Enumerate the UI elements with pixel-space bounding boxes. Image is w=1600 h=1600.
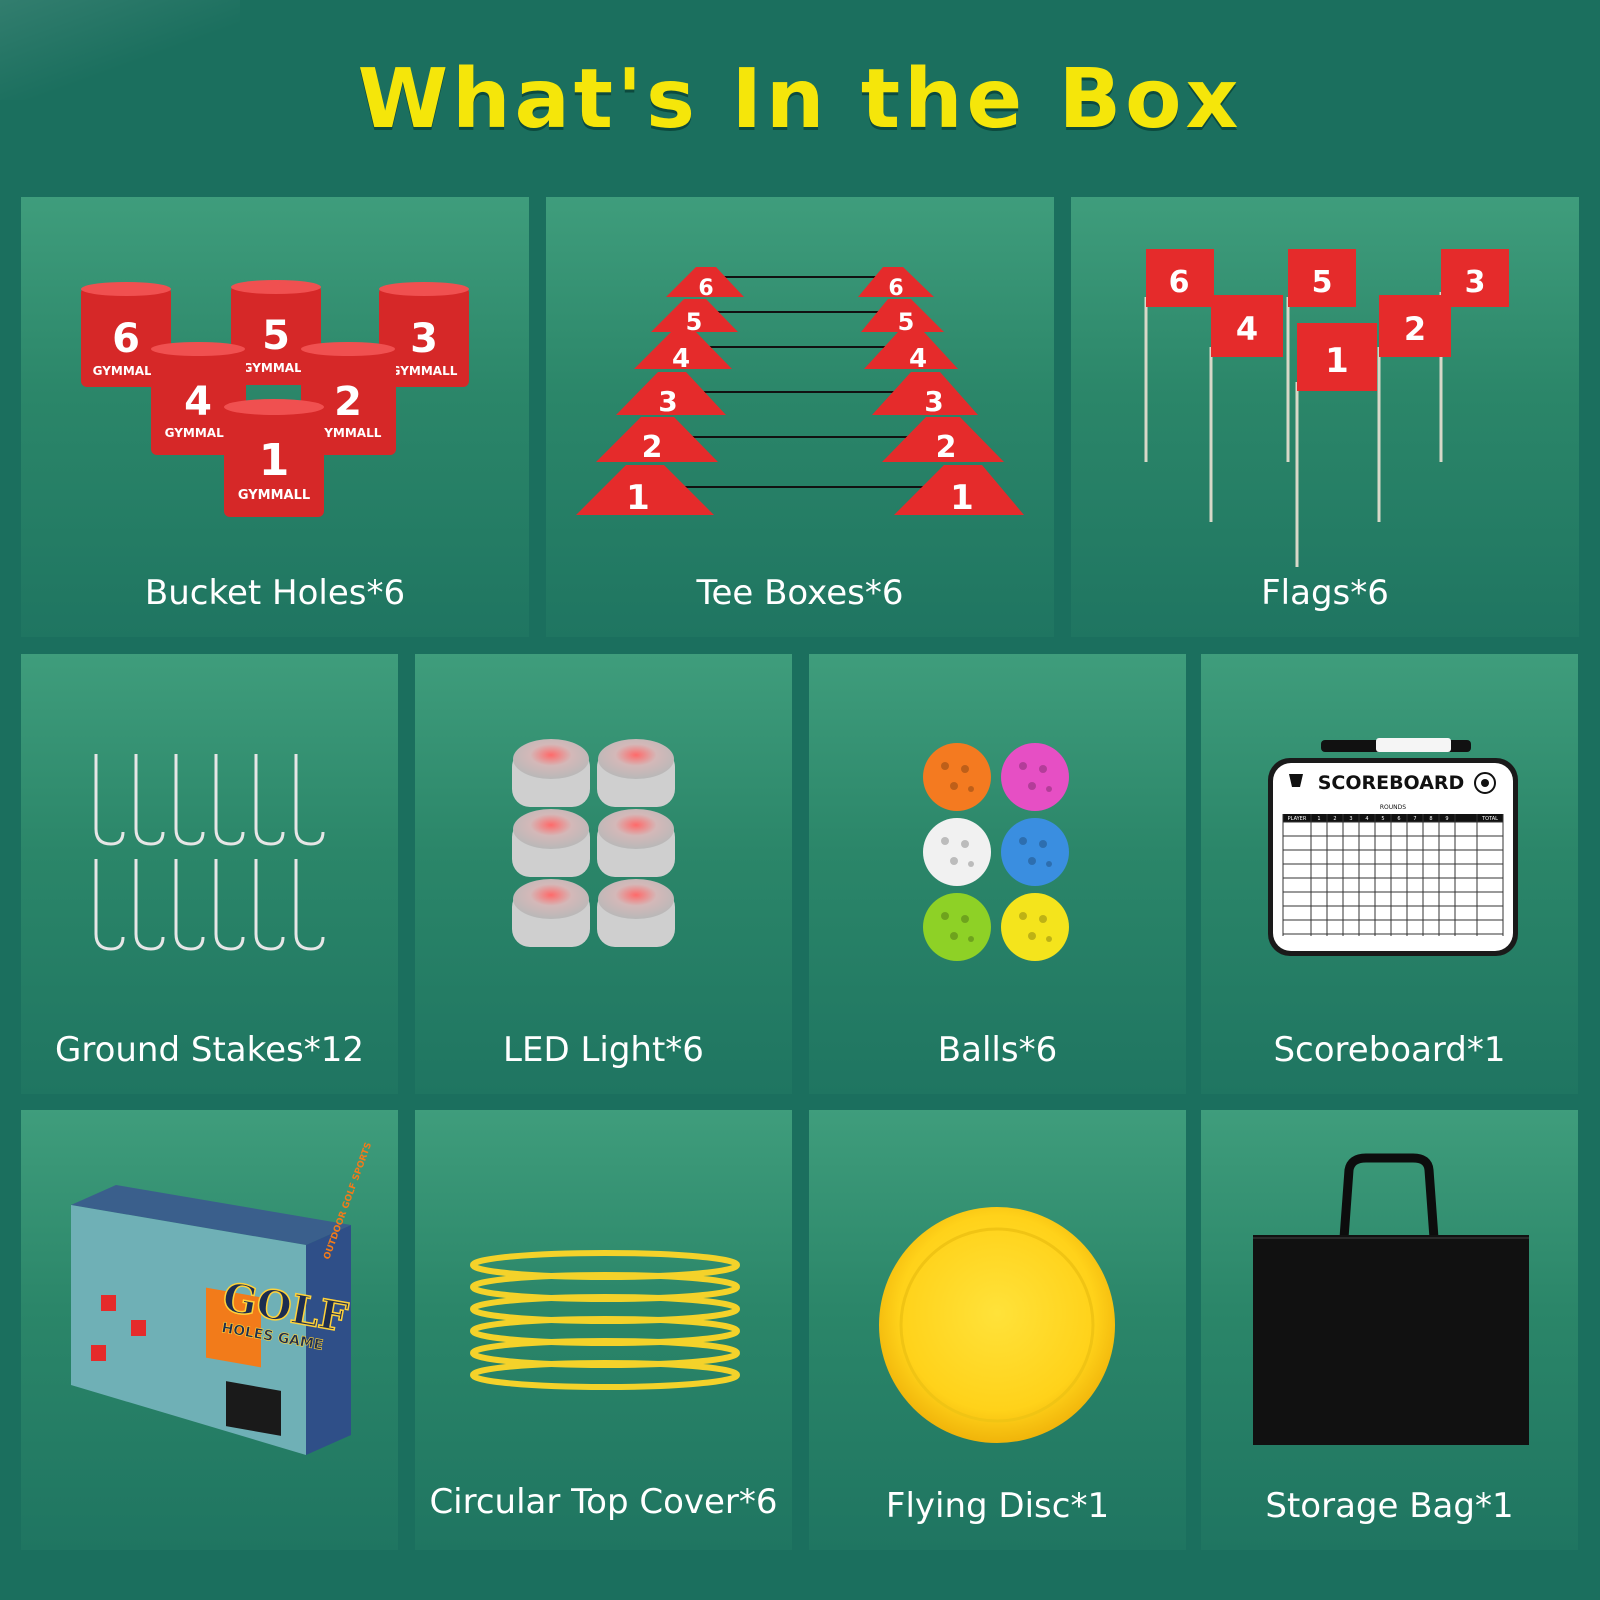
svg-text:3: 3 bbox=[924, 385, 943, 418]
item-card-ground-stakes: Ground Stakes*12 bbox=[21, 654, 398, 1094]
bucket-5: 5 GYMMALL bbox=[231, 280, 321, 385]
balls-icon bbox=[923, 743, 1069, 961]
item-card-balls: Balls*6 bbox=[809, 654, 1186, 1094]
led-light-3 bbox=[512, 809, 590, 877]
item-card-flags: 6 5 3 4 2 1 Flags*6 bbox=[1071, 197, 1579, 637]
product-box-icon: GOLF HOLES GAME OUTDOOR GOLF SPORTS bbox=[71, 1141, 374, 1455]
item-card-flying-disc: Flying Disc*1 bbox=[809, 1110, 1186, 1550]
item-card-bucket-holes: 6 GYMMALL 5 GYMMALL 3 GYMMALL 4 GYMMALL bbox=[21, 197, 529, 637]
svg-text:GYMMALL: GYMMALL bbox=[391, 364, 458, 378]
scoreboard-column-label: 1 bbox=[1317, 816, 1320, 822]
item-label: Bucket Holes*6 bbox=[144, 573, 406, 613]
svg-text:TOTAL: TOTAL bbox=[1481, 816, 1498, 822]
svg-text:3: 3 bbox=[658, 385, 677, 418]
item-label: Flags*6 bbox=[1261, 573, 1389, 613]
scoreboard-column-label: 4 bbox=[1365, 816, 1368, 822]
background-stripe bbox=[0, 0, 240, 100]
svg-text:1: 1 bbox=[259, 435, 290, 486]
item-card-tee-boxes: 6 5 4 3 2 1 6 5 4 3 2 1 Tee Boxes*6 bbox=[546, 197, 1054, 637]
svg-text:3: 3 bbox=[410, 316, 438, 362]
svg-text:5: 5 bbox=[1312, 265, 1333, 300]
flags-icon: 6 5 3 4 2 1 bbox=[1144, 249, 1509, 567]
scoreboard-column-label: 8 bbox=[1429, 816, 1432, 822]
svg-text:4: 4 bbox=[184, 379, 212, 425]
bucket-2: 2 GYMMALL bbox=[301, 342, 396, 455]
item-card-led-light: LED Light*6 bbox=[415, 654, 792, 1094]
svg-text:1: 1 bbox=[1325, 341, 1349, 381]
ground-stakes-icon bbox=[94, 754, 325, 951]
svg-text:4: 4 bbox=[909, 344, 927, 374]
svg-text:GYMMALL: GYMMALL bbox=[165, 426, 232, 440]
bucket-3: 3 GYMMALL bbox=[379, 282, 469, 387]
item-label: Flying Disc*1 bbox=[885, 1486, 1110, 1526]
svg-text:6: 6 bbox=[698, 276, 713, 301]
scoreboard-column-label: 6 bbox=[1397, 816, 1400, 822]
svg-text:2: 2 bbox=[1404, 310, 1426, 348]
flying-disc-icon bbox=[879, 1207, 1115, 1443]
svg-text:5: 5 bbox=[686, 308, 703, 336]
item-card-circular-top-cover: Circular Top Cover*6 bbox=[415, 1110, 792, 1550]
svg-text:1: 1 bbox=[950, 478, 974, 518]
led-light-2 bbox=[597, 739, 675, 807]
scoreboard-column-label: 3 bbox=[1349, 816, 1352, 822]
svg-text:5: 5 bbox=[898, 308, 915, 336]
svg-text:SCOREBOARD: SCOREBOARD bbox=[1318, 772, 1465, 794]
scoreboard-icon: SCOREBOARD ROUNDS PLAYER TOTAL 1 2 3 4 5 6 7 8 9 bbox=[1268, 738, 1518, 956]
svg-text:2: 2 bbox=[642, 430, 663, 465]
page-title: What's In the Box bbox=[357, 52, 1243, 147]
item-label: LED Light*6 bbox=[503, 1030, 704, 1070]
item-card-product-box: GOLF HOLES GAME OUTDOOR GOLF SPORTS bbox=[21, 1110, 398, 1550]
svg-text:6: 6 bbox=[112, 316, 140, 362]
scoreboard-column-label: 2 bbox=[1333, 816, 1336, 822]
bucket-4: 4 GYMMALL bbox=[151, 342, 246, 455]
item-card-scoreboard: SCOREBOARD ROUNDS PLAYER TOTAL 1 2 3 4 5 6 7 8 9… bbox=[1201, 654, 1578, 1094]
svg-text:2: 2 bbox=[936, 430, 957, 465]
item-label: Circular Top Cover*6 bbox=[429, 1482, 778, 1522]
svg-text:ROUNDS: ROUNDS bbox=[1380, 804, 1406, 811]
scoreboard-column-label: 7 bbox=[1413, 816, 1416, 822]
led-light-icon bbox=[512, 739, 675, 947]
bucket-holes-icon: 6 GYMMALL 5 GYMMALL 3 GYMMALL 4 GYMMALL bbox=[81, 280, 469, 517]
item-label: Ground Stakes*12 bbox=[55, 1030, 364, 1070]
svg-text:6: 6 bbox=[1169, 265, 1190, 300]
led-light-4 bbox=[597, 809, 675, 877]
item-label: Balls*6 bbox=[937, 1030, 1058, 1070]
svg-text:GYMMALL: GYMMALL bbox=[243, 361, 310, 375]
svg-text:5: 5 bbox=[262, 313, 290, 359]
item-card-storage-bag: Storage Bag*1 bbox=[1201, 1110, 1578, 1550]
circular-top-cover-icon bbox=[470, 1250, 740, 1390]
svg-text:6: 6 bbox=[888, 276, 903, 301]
tee-cone-right: 6 5 4 3 2 1 bbox=[858, 267, 1024, 518]
tee-cone-left: 6 5 4 3 2 1 bbox=[576, 267, 744, 518]
item-label: Storage Bag*1 bbox=[1265, 1486, 1514, 1526]
scoreboard-column-label: 9 bbox=[1445, 816, 1448, 822]
svg-text:1: 1 bbox=[626, 478, 650, 518]
led-light-1 bbox=[512, 739, 590, 807]
scoreboard-column-label: 5 bbox=[1381, 816, 1384, 822]
svg-text:GYMMALL: GYMMALL bbox=[238, 488, 310, 503]
tee-boxes-icon: 6 5 4 3 2 1 6 5 4 3 2 1 bbox=[576, 267, 1024, 518]
item-label: Scoreboard*1 bbox=[1273, 1030, 1506, 1070]
item-label: Tee Boxes*6 bbox=[696, 573, 904, 613]
led-light-6 bbox=[597, 879, 675, 947]
bucket-1: 1 GYMMALL bbox=[224, 399, 324, 517]
led-light-5 bbox=[512, 879, 590, 947]
svg-text:4: 4 bbox=[1236, 310, 1258, 348]
svg-text:4: 4 bbox=[672, 344, 690, 374]
svg-text:GYMMALL: GYMMALL bbox=[315, 426, 382, 440]
bucket-6: 6 GYMMALL bbox=[81, 282, 171, 387]
svg-text:3: 3 bbox=[1465, 265, 1486, 300]
storage-bag-icon bbox=[1253, 1153, 1529, 1445]
svg-text:PLAYER: PLAYER bbox=[1288, 816, 1307, 822]
svg-text:GYMMALL: GYMMALL bbox=[93, 364, 160, 378]
svg-text:2: 2 bbox=[334, 379, 362, 425]
